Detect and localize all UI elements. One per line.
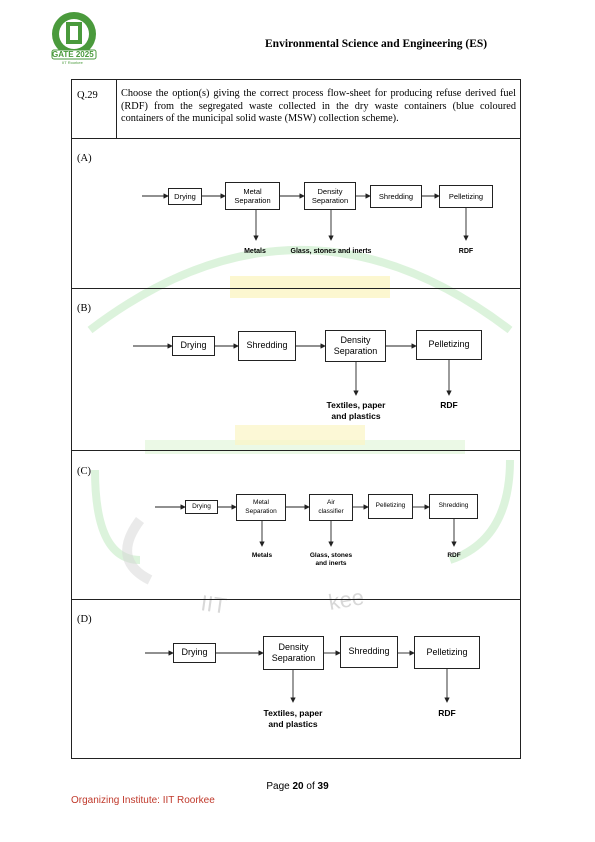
row-divider xyxy=(72,599,520,600)
option-b-step-shredding: Shredding xyxy=(238,331,296,361)
row-divider xyxy=(72,450,520,451)
question-text: Choose the option(s) giving the correct … xyxy=(121,88,516,124)
option-a-output-metals: Metals xyxy=(244,248,266,255)
question-table: Q.29 Choose the option(s) giving the cor… xyxy=(71,79,521,759)
option-d-step-drying: Drying xyxy=(173,643,216,663)
page-current: 20 xyxy=(292,781,304,792)
page-total: 39 xyxy=(317,781,329,792)
option-b-step-pelletizing: Pelletizing xyxy=(416,330,482,360)
option-d-label: (D) xyxy=(77,614,92,625)
option-a-step-density-separation: Density Separation xyxy=(304,182,356,210)
question-number: Q.29 xyxy=(77,90,98,101)
option-c-step-air-classifier: Air classifier xyxy=(309,494,353,521)
option-b-output-textiles: Textiles, paper and plastics xyxy=(326,400,386,422)
option-b-output-rdf: RDF xyxy=(440,400,458,410)
option-c-output-glass: Glass, stones and inerts xyxy=(309,552,353,568)
option-c-step-metal-separation: Metal Separation xyxy=(236,494,286,521)
page-prefix: Page xyxy=(266,781,293,792)
row-divider xyxy=(72,288,520,289)
row-divider xyxy=(72,138,520,139)
option-c-output-rdf: RDF xyxy=(447,552,461,559)
option-b-step-density-separation: Density Separation xyxy=(325,330,386,362)
option-d-step-density-separation: Density Separation xyxy=(263,636,324,670)
page-number: Page 20 of 39 xyxy=(0,781,595,792)
option-a-step-pelletizing: Pelletizing xyxy=(439,185,493,208)
logo-text: GATE 2025 xyxy=(52,50,94,59)
option-b-label: (B) xyxy=(77,303,91,314)
option-a-output-glass: Glass, stones and inerts xyxy=(290,248,372,255)
option-d-step-shredding: Shredding xyxy=(340,636,398,668)
option-c-step-drying: Drying xyxy=(185,500,218,514)
option-a-step-drying: Drying xyxy=(168,188,202,205)
page-of: of xyxy=(303,781,318,792)
question-divider xyxy=(116,80,117,138)
option-d-step-pelletizing: Pelletizing xyxy=(414,636,480,669)
option-c-step-shredding: Shredding xyxy=(429,494,478,519)
page-header-title: Environmental Science and Engineering (E… xyxy=(265,38,488,50)
option-a-output-rdf: RDF xyxy=(458,248,474,255)
organizing-institute: Organizing Institute: IIT Roorkee xyxy=(71,795,215,806)
option-a-label: (A) xyxy=(77,153,92,164)
option-a-step-shredding: Shredding xyxy=(370,185,422,208)
option-c-label: (C) xyxy=(77,466,91,477)
option-a-step-metal-separation: Metal Separation xyxy=(225,182,280,210)
option-c-step-pelletizing: Pelletizing xyxy=(368,494,413,519)
logo-subtext: IIT Roorkee xyxy=(62,60,83,65)
option-d-output-textiles: Textiles, paper and plastics xyxy=(263,708,323,730)
option-b-step-drying: Drying xyxy=(172,336,215,356)
option-d-output-rdf: RDF xyxy=(438,708,456,718)
option-c-output-metals: Metals xyxy=(251,552,273,559)
gate-logo xyxy=(51,12,97,60)
